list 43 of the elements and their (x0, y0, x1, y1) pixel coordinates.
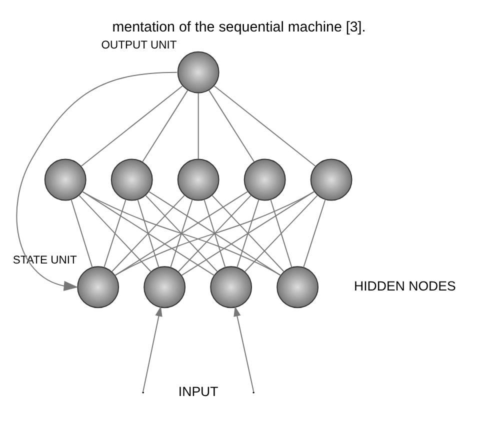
connector (148, 191, 281, 276)
connector (214, 85, 316, 167)
arrow (234, 306, 254, 392)
node-circle (110, 158, 153, 201)
node-circle (276, 266, 319, 308)
node-circle (177, 158, 220, 201)
connector (82, 191, 281, 276)
connector (303, 199, 326, 268)
connector (170, 199, 193, 268)
connector (142, 90, 188, 162)
connector (104, 199, 126, 268)
connector (145, 195, 218, 272)
connector (236, 199, 260, 268)
connector (112, 195, 185, 272)
connector (82, 191, 214, 276)
caption: mentation of the sequential machine [3]. (112, 20, 366, 36)
connector (244, 195, 318, 272)
connector (212, 195, 284, 272)
node-label: OUTPUT UNIT (101, 40, 177, 52)
connector (270, 199, 292, 268)
connector (80, 85, 183, 167)
connector (114, 191, 248, 276)
connector (204, 199, 226, 268)
node-circle (177, 51, 220, 94)
arrow (16, 72, 177, 291)
node-label: STATE UNIT (12, 254, 77, 266)
node-circle (44, 158, 86, 201)
node-circle (210, 266, 252, 308)
arrow (142, 306, 162, 392)
connector (114, 191, 315, 276)
connector (208, 90, 255, 162)
connector (178, 195, 252, 272)
node-circle (144, 266, 186, 308)
connector (70, 199, 93, 268)
label: HIDDEN NODES (354, 278, 456, 294)
node-circle (77, 266, 120, 308)
node-circle (310, 158, 352, 201)
node-circle (244, 158, 286, 201)
connector (181, 191, 315, 276)
connector (137, 199, 160, 268)
connector (198, 93, 199, 159)
connector (78, 195, 152, 272)
label: INPUT (178, 384, 218, 399)
